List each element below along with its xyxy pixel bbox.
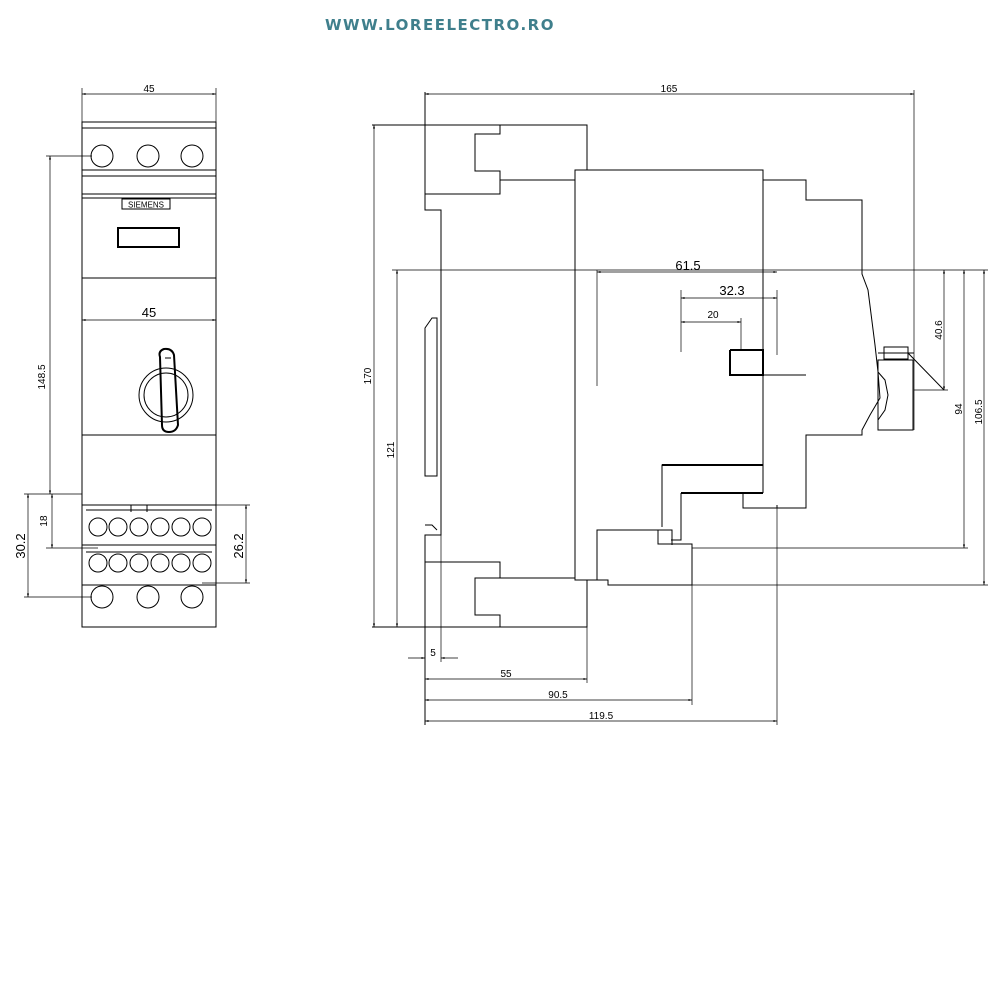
side-view: 165 61.5 32.3 20 170 121 40.6 94 106.5 <box>363 84 988 725</box>
rotary-handle <box>138 347 194 434</box>
dim-55: 55 <box>500 669 512 680</box>
front-view: SIEMENS 45 <box>13 84 250 628</box>
dim-height: 148.5 <box>37 364 48 389</box>
dim-40-6: 40.6 <box>934 320 945 340</box>
dim-right-lower: 26.2 <box>231 533 246 558</box>
terminal-screw <box>136 144 160 168</box>
terminal-screw <box>180 585 204 609</box>
terminal-screw <box>180 144 204 168</box>
dim-94: 94 <box>954 403 965 415</box>
dim-5: 5 <box>430 648 436 659</box>
dim-overall-depth: 165 <box>661 84 678 95</box>
dim-106-5: 106.5 <box>974 399 985 424</box>
dim-mid-width: 45 <box>142 305 156 320</box>
dim-61-5: 61.5 <box>675 258 700 273</box>
terminal-screw <box>90 585 114 609</box>
site-url: WWW.LOREELECTRO.RO <box>325 16 555 34</box>
dim-119-5: 119.5 <box>589 711 614 722</box>
dim-left-lower: 30.2 <box>13 533 28 558</box>
dim-height-170: 170 <box>363 367 374 384</box>
dim-left-inner: 18 <box>39 515 50 527</box>
dim-90-5: 90.5 <box>548 690 568 701</box>
dim-32-3: 32.3 <box>719 283 744 298</box>
terminal-screw <box>90 144 114 168</box>
terminal-screw <box>136 585 160 609</box>
brand-label: SIEMENS <box>128 201 164 210</box>
dim-20: 20 <box>707 310 719 321</box>
dim-height-121: 121 <box>386 441 397 458</box>
dim-top-width: 45 <box>143 84 155 95</box>
